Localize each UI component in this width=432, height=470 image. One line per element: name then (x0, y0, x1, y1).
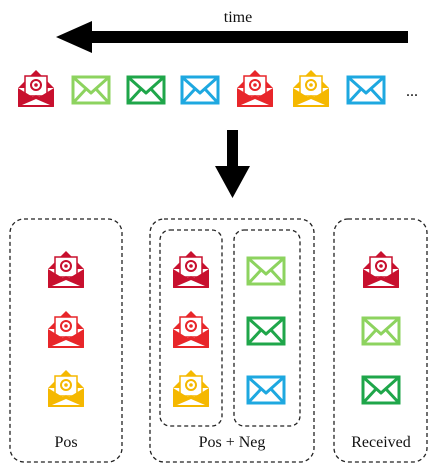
open-envelope-icon (173, 370, 209, 407)
received-label: Received (351, 434, 411, 451)
pos-group-box (9, 218, 123, 463)
pos-neg-right-subbox (233, 229, 301, 427)
pos-neg-label: Pos + Neg (199, 434, 266, 451)
pos-neg-left-icons (173, 251, 209, 407)
closed-envelope-icon (126, 75, 166, 105)
closed-envelope-icon (180, 75, 220, 105)
closed-envelope-icon (346, 75, 386, 105)
open-envelope-icon (173, 251, 209, 288)
closed-envelope-icon (246, 375, 286, 405)
time-label: time (224, 9, 252, 26)
down-arrow (215, 130, 250, 198)
open-envelope-icon (48, 251, 84, 288)
time-arrow (56, 21, 408, 53)
pos-neg-right-icons (246, 256, 286, 405)
received-group-box (333, 218, 428, 463)
pos-neg-group-box (149, 218, 315, 463)
received-group-icons (361, 251, 401, 405)
open-envelope-icon (48, 370, 84, 407)
pos-neg-left-subbox (159, 229, 223, 427)
open-envelope-icon (293, 70, 329, 107)
pos-group-icons (48, 251, 84, 407)
closed-envelope-icon (71, 75, 111, 105)
open-envelope-icon (173, 311, 209, 348)
closed-envelope-icon (361, 316, 401, 346)
open-envelope-icon (18, 70, 54, 107)
closed-envelope-icon (246, 256, 286, 286)
open-envelope-icon (363, 251, 399, 288)
timeline-row (18, 70, 386, 107)
ellipsis-label: ... (406, 83, 418, 100)
open-envelope-icon (48, 311, 84, 348)
closed-envelope-icon (361, 375, 401, 405)
open-envelope-icon (237, 70, 273, 107)
closed-envelope-icon (246, 316, 286, 346)
pos-label: Pos (54, 434, 77, 451)
